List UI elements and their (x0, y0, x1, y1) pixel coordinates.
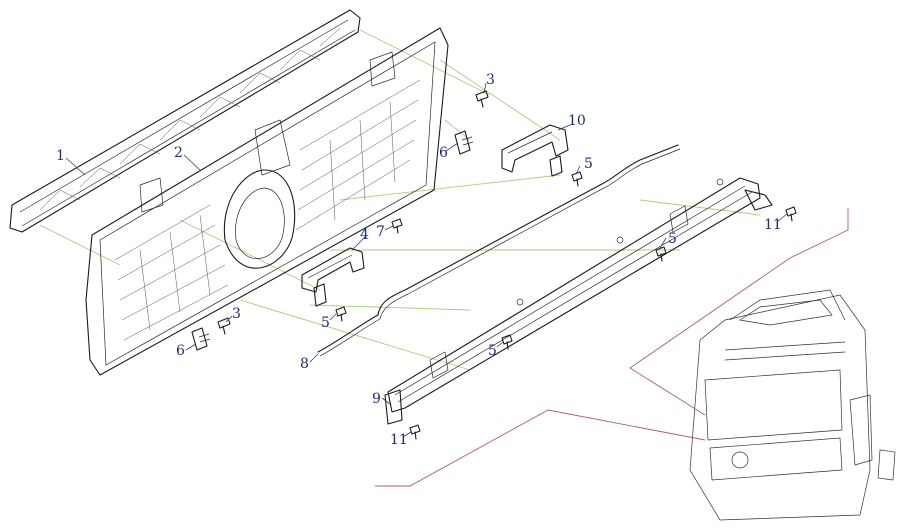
callout-11-right: 11 (764, 217, 782, 233)
part-2-front-grille-panel (85, 27, 449, 376)
clip-6-upper (454, 130, 474, 155)
part-1-upper-trim-strip (9, 9, 361, 233)
callout-labels: 1 2 3 3 4 5 5 5 5 6 6 7 8 9 10 11 11 (56, 72, 782, 448)
part-4-lower-grab-handle (301, 247, 365, 307)
callout-3-lower: 3 (232, 306, 241, 322)
callout-4: 4 (360, 227, 369, 243)
clip-6-lower (191, 327, 211, 351)
callout-5-b: 5 (668, 231, 677, 247)
callout-6-upper: 6 (439, 145, 448, 161)
bolt-11-a (785, 206, 797, 222)
bolt-7 (391, 218, 403, 234)
callout-7: 7 (376, 224, 385, 240)
callout-1: 1 (56, 148, 65, 164)
callout-10: 10 (568, 113, 586, 129)
callout-11-lower: 11 (390, 432, 408, 448)
locator-lines (375, 208, 849, 487)
callout-5-a: 5 (584, 156, 593, 172)
callout-3-upper: 3 (486, 72, 495, 88)
bolt-3-lower (217, 317, 231, 335)
bolt-3-upper (475, 90, 489, 108)
part-8-seal-strip (317, 144, 681, 357)
bolt-11-b (409, 424, 421, 440)
bolt-5-a (571, 171, 583, 187)
bolts (217, 90, 797, 440)
bolt-5-c (335, 306, 347, 322)
callout-6-lower: 6 (176, 343, 185, 359)
bolt-5-d (501, 334, 513, 350)
part-10-upper-grab-handle (501, 124, 569, 177)
callout-9: 9 (372, 391, 381, 407)
part-6-clips (191, 130, 474, 351)
callout-5-d: 5 (488, 343, 497, 359)
callout-leader-lines (65, 82, 788, 438)
callout-5-c: 5 (321, 315, 330, 331)
part-9-support-rail (384, 177, 773, 425)
callout-8: 8 (300, 356, 309, 372)
callout-2: 2 (174, 145, 183, 161)
truck-cab-locator-illustration (689, 289, 896, 521)
